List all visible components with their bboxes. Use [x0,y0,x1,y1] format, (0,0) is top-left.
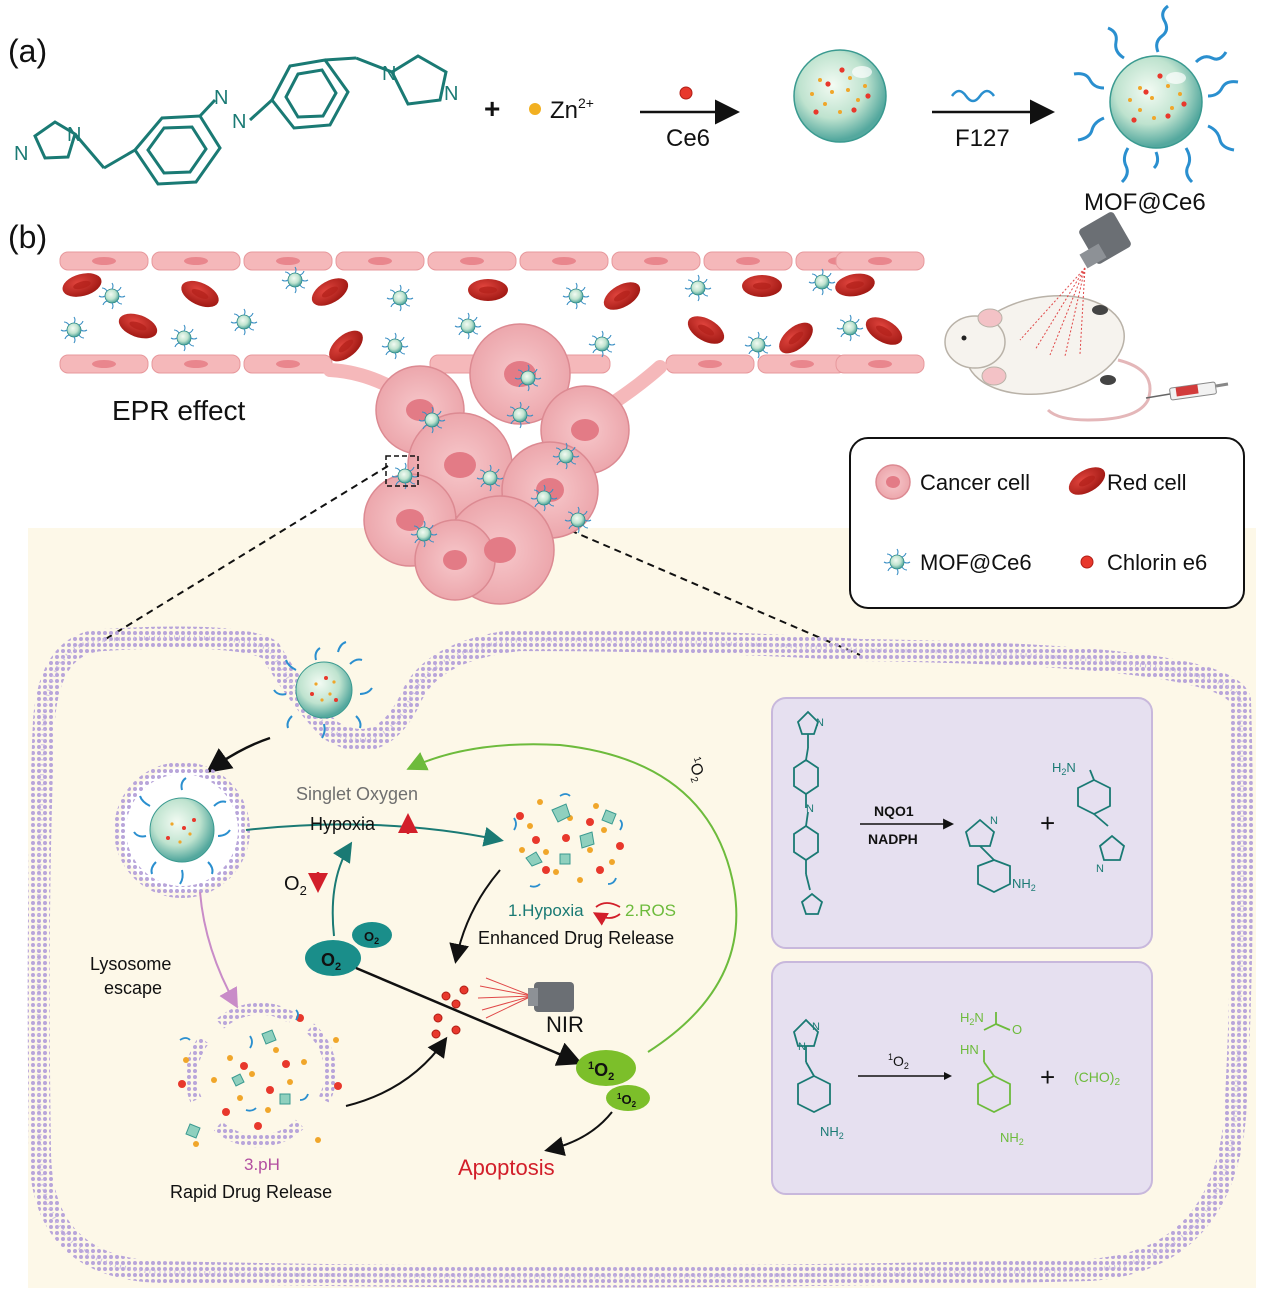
singlet-feedback-arc [406,743,738,1053]
lysosome-escape-label-2: escape [104,978,162,998]
singlet-oxygen-label: Singlet Oxygen [296,784,418,804]
f127-wave [950,89,996,103]
legend-chlorin: Chlorin e6 [1107,550,1207,575]
o2-down-label: O2 [284,873,307,898]
endosome [114,762,250,898]
legend-cancer-cell: Cancer cell [920,470,1030,495]
lysosome-to-drug-arrow [345,1036,448,1107]
plus-sign: + [484,93,500,124]
o2-bubble-small-label: O2 [364,929,379,946]
enhanced-release-label: Enhanced Drug Release [478,928,674,948]
epr-effect-label: EPR effect [112,395,246,426]
degraded-mof-cluster [513,788,624,892]
imidazole-n-1: N [14,143,28,165]
o2-consumption-arrow [331,841,353,937]
arrow-1-label: Ce6 [666,125,710,152]
box1-reagent-top: NQO1 [874,803,914,819]
o2-to-singlet-arrow [355,966,583,1066]
arrow-2-label: F127 [955,125,1010,152]
singlet-arc-label: 1O2 [681,755,709,785]
box1-n-2: N [806,803,814,815]
box2-product-nh2: NH2 [1000,1130,1024,1147]
box2-arrowhead [944,1072,952,1080]
nir-laser-device [1019,212,1131,357]
box2-plus: + [1040,1062,1055,1092]
box1-n-1: N [816,717,824,729]
hypoxia-up-label: Hypoxia [310,814,376,834]
o2-bubble-big-label: O2 [321,950,341,973]
zn-dot [529,103,541,115]
legend-box: Cancer cell Red cell MOF@Ce6 Chlorin e6 [849,437,1245,609]
panel-a: (a) N N N N N N + Zn2+ Ce6 [8,4,1239,216]
endocytosing-particle [273,641,373,739]
box1-reagent-bottom: NADPH [868,831,918,847]
hypoxia-ros-cycle [596,903,621,918]
tumor-cluster [363,323,630,605]
mof-ce6-particle [1073,4,1239,184]
singlet-o2-big [576,1050,636,1086]
lysosome-escape-label-1: Lysosome [90,954,171,974]
zoom-line-right [415,463,861,656]
imidazole-n-3: N [382,63,396,85]
product-label: MOF@Ce6 [1084,189,1206,216]
zn-label: Zn2+ [550,95,594,124]
o2-bubble-small [352,922,392,948]
box2-n-2: N [798,1041,806,1053]
ros-step-label: 2.ROS [625,901,676,920]
box1-plus: + [1040,808,1055,838]
singlet-o2-big-label: 1O2 [588,1060,614,1083]
box2-reagent: 1O2 [888,1052,909,1071]
panel-a-label: (a) [8,33,47,69]
box2-reactant-nh2: NH2 [820,1124,844,1141]
ph-step-label: 3.pH [244,1155,280,1174]
cell-membrane [27,626,1254,1288]
box1-nh2: NH2 [1012,876,1036,893]
nir-laser-icon [528,982,574,1012]
singlet-o2-small [606,1085,650,1111]
broken-lysosome [178,1002,342,1148]
syringe-icon [1145,381,1229,401]
legend-chlorin-icon [1080,555,1094,569]
apoptosis-label: Apoptosis [458,1155,555,1180]
box2-byproduct: (CHO)2 [1074,1069,1120,1088]
ce6-dot [679,86,693,100]
imidazole-n-4: N [444,83,458,105]
box2-n-1: N [812,1021,820,1033]
hypoxia-step-label: 1.Hypoxia [508,901,584,920]
azo-linker-structure [33,54,448,186]
legend-red-cell: Red cell [1107,470,1186,495]
free-ce6-dots [431,985,469,1039]
o2-bubble-big [305,940,361,976]
rapid-release-label: Rapid Drug Release [170,1182,332,1202]
box1-n-4: N [1096,863,1104,875]
azo-n-1: N [214,87,228,109]
zoom-line-left [103,465,389,641]
singlet-o2-small-label: 1O2 [617,1092,637,1109]
imidazole-n-2: N [67,124,81,146]
mouse-illustration [944,294,1152,422]
nir-label: NIR [546,1012,584,1037]
circulating-mof-particles [60,266,864,360]
vessel-top-wall [59,251,925,271]
lysosome-escape-arrow [199,891,238,1009]
legend-mof: MOF@Ce6 [920,550,1032,575]
azo-n-2: N [232,111,246,133]
endocytosis-arrow [205,736,271,773]
apoptosis-arrow [544,1111,613,1157]
nir-rays [477,977,533,1019]
box1-n-3: N [990,815,998,827]
reaction-box-2: 1O2 + (CHO)2 NH2 NH2 H2N O HN N N [771,961,1153,1195]
box1-h2n: H2N [1052,760,1076,777]
box2-hn: HN [960,1042,979,1057]
cluster-to-drug-arrow [449,869,501,964]
mof-sphere [793,49,887,143]
singlet-oxygen-arrow [245,823,504,847]
panel-b-label: (b) [8,219,47,255]
box2-carbonyl-o: O [1012,1022,1022,1037]
reaction-box-1: NQO1 NADPH + NH2 H2N N N N N [771,697,1153,949]
box2-h2n: H2N [960,1010,984,1027]
